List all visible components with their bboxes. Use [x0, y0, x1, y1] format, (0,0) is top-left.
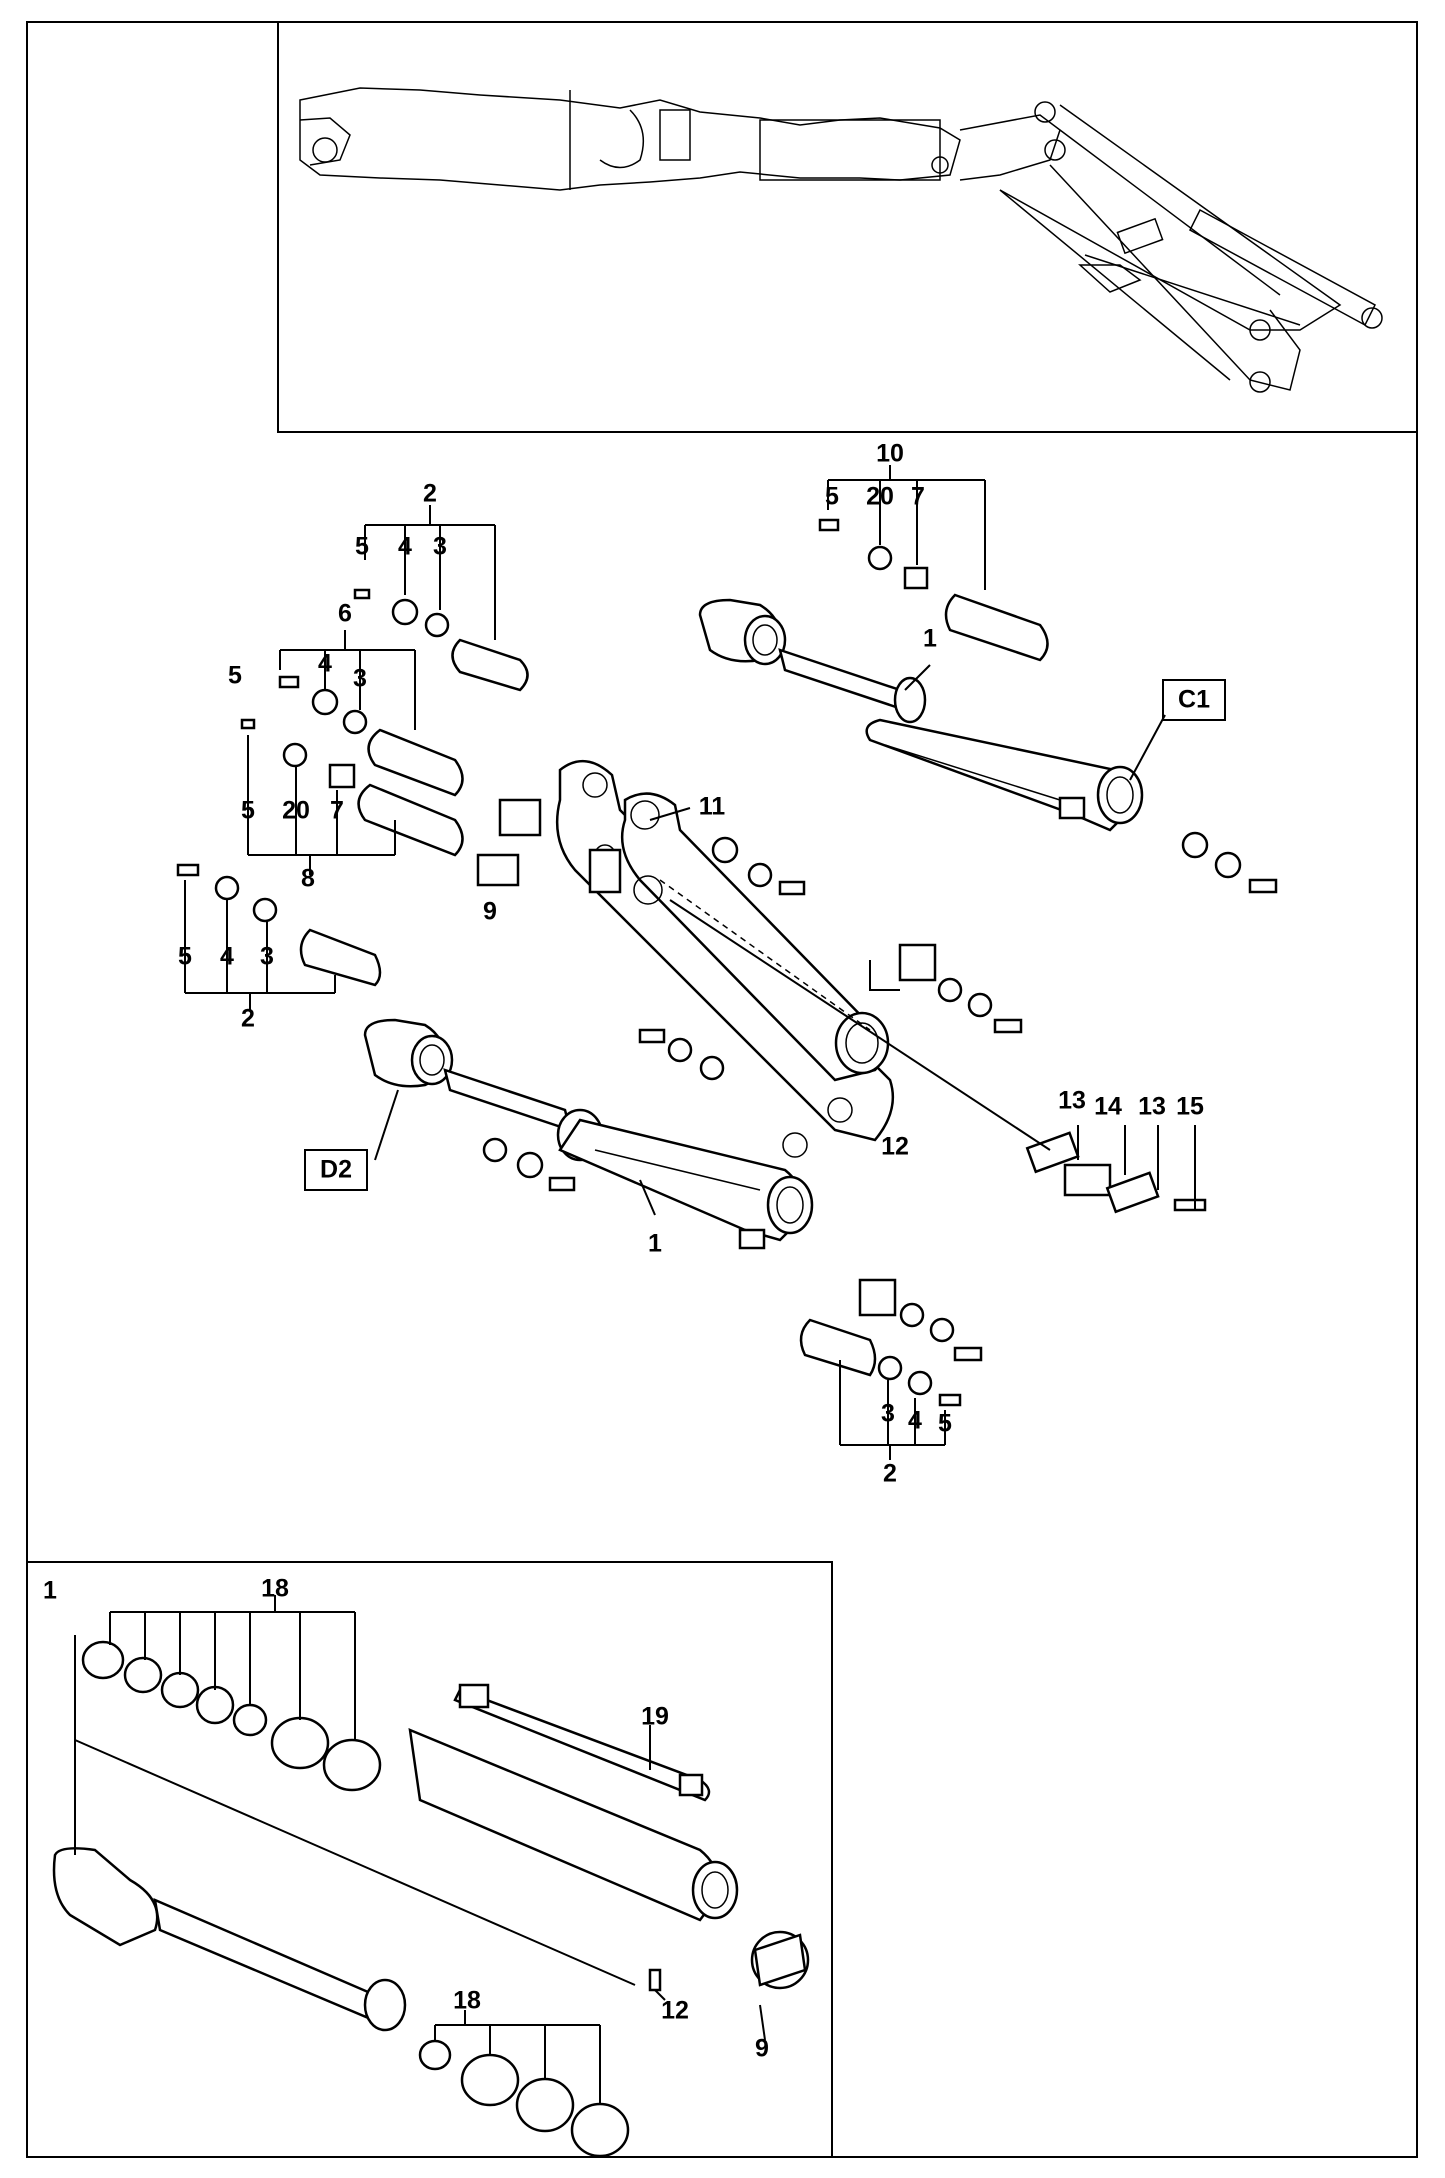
- main-labels: 2 5 4 3 6 5 4 3 5 20 7 8 9 11 5 4 3 2 10…: [178, 440, 1226, 1488]
- label-12-inset: 12: [661, 1997, 689, 2025]
- label-5-bottom: 5: [938, 1410, 952, 1438]
- label-4-upper: 4: [398, 533, 412, 561]
- label-2-mid: 2: [241, 1005, 255, 1033]
- label-3-bottom: 3: [881, 1400, 895, 1428]
- label-2-bottom: 2: [883, 1460, 897, 1488]
- label-15: 15: [1176, 1093, 1204, 1121]
- inset-labels: 1 18 19 18 12 9: [43, 1575, 769, 2063]
- label-5-mid: 5: [178, 943, 192, 971]
- label-3-group6: 3: [353, 665, 367, 693]
- label-20-group8: 20: [282, 797, 310, 825]
- label-18-inset-top: 18: [261, 1575, 289, 1603]
- label-9: 9: [483, 898, 497, 926]
- inset-leader-lines: [74, 1595, 766, 2105]
- label-4-mid: 4: [220, 943, 234, 971]
- upper-cylinder: [698, 598, 1144, 832]
- label-4-bottom: 4: [908, 1407, 922, 1435]
- label-8: 8: [301, 865, 315, 893]
- label-13-b: 13: [1138, 1093, 1166, 1121]
- label-3-upper: 3: [433, 533, 447, 561]
- machine-overview-illustration: [299, 87, 1383, 393]
- label-5-group8: 5: [241, 797, 255, 825]
- machine-overview-frame: [277, 21, 1418, 433]
- label-20-topright: 20: [866, 483, 894, 511]
- label-9-inset: 9: [755, 2035, 769, 2063]
- lower-cylinder: [363, 1018, 814, 1250]
- label-3-mid: 3: [260, 943, 274, 971]
- cylinder-detail-illustration: [52, 1640, 810, 2158]
- outer-frame: [26, 21, 1418, 2158]
- label-19: 19: [641, 1703, 669, 1731]
- label-d2: D2: [320, 1156, 352, 1184]
- label-6: 6: [338, 600, 352, 628]
- label-c1: C1: [1178, 686, 1210, 714]
- cylinder-detail-frame: [26, 1561, 833, 2158]
- label-1-inset: 1: [43, 1577, 57, 1605]
- label-11: 11: [699, 793, 726, 821]
- label-7-topright: 7: [911, 483, 925, 511]
- label-10: 10: [876, 440, 904, 468]
- label-2-upper: 2: [423, 480, 437, 508]
- label-14: 14: [1094, 1093, 1122, 1121]
- label-5-group6: 5: [228, 662, 242, 690]
- label-12-main: 12: [881, 1133, 909, 1161]
- linkage-plates: [555, 760, 895, 1158]
- leader-lines: [184, 465, 1196, 1460]
- c1-box: [1162, 679, 1226, 721]
- label-5-topright: 5: [825, 483, 839, 511]
- label-7-group8: 7: [330, 797, 344, 825]
- label-4-group6: 4: [318, 650, 332, 678]
- label-5-upper: 5: [355, 533, 369, 561]
- d2-box: [304, 1149, 368, 1191]
- pins-and-washers: [176, 518, 1278, 1407]
- label-1-upper: 1: [923, 625, 937, 653]
- label-18-inset-bottom: 18: [453, 1987, 481, 2015]
- label-1-lower: 1: [648, 1230, 662, 1258]
- label-13-a: 13: [1058, 1087, 1086, 1115]
